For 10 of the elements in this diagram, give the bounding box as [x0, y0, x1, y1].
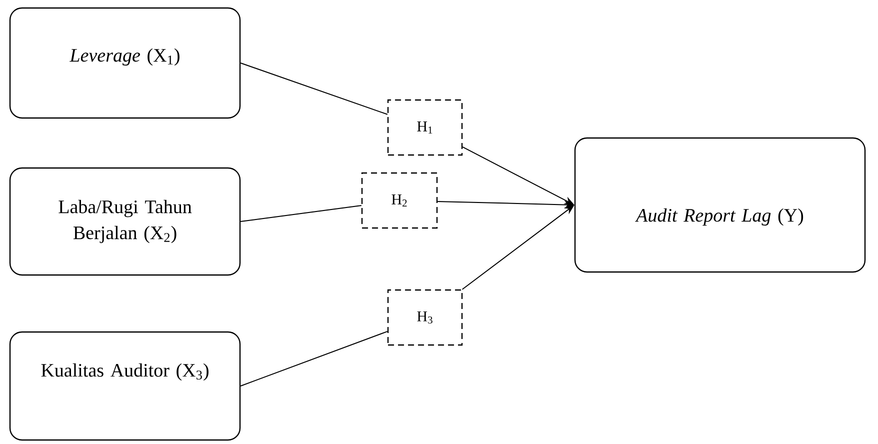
variable-box: Kualitas Auditor (X$_{3}$)	[9, 331, 241, 441]
variable-box: Laba/Rugi Tahun Berjalan (X$_{2}$)	[9, 167, 241, 276]
connector	[240, 62, 388, 115]
connector	[240, 330, 388, 386]
variable-box: Leverage (X$_{1}$)	[9, 7, 241, 119]
hypothesis-box: H$_{3}$	[387, 289, 463, 346]
variable-box: Audit Report Lag (Y)	[574, 137, 866, 273]
hypothesis-box: H$_{2}$	[361, 172, 438, 229]
connector	[240, 205, 362, 222]
hypothesis-box: H$_{1}$	[387, 99, 463, 156]
